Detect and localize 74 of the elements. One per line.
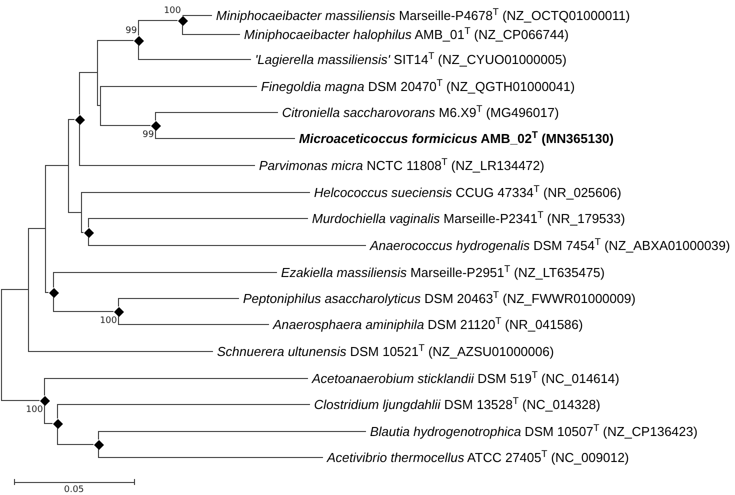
vertical-branch-line	[28, 228, 29, 352]
branch-line	[44, 378, 308, 396]
bootstrap-value: 99	[142, 130, 154, 141]
branch-line	[57, 404, 310, 419]
branch-line	[46, 292, 49, 293]
branch-line	[138, 45, 252, 60]
diamond-marker	[94, 440, 104, 450]
taxon-label: Anaerococcus hydrogenalis DSM 7454$^{T}$ (NZ_ABXA01000039)	[366, 238, 730, 253]
vertical-branch-line	[68, 119, 69, 213]
taxon-label: Helcococcus sueciensis CCUG 47334$^{T}$ (NR_025606)	[310, 185, 622, 200]
taxon-label: Schnuerera ultunensis DSM 10521$^{T}$ (NZ_AZSU01000006)	[213, 344, 554, 359]
branch-line	[53, 272, 278, 288]
vertical-branch-line	[81, 192, 82, 233]
diamond-marker	[150, 120, 160, 130]
taxon-label: Clostridium ljungdahlii DSM 13528$^{T}$ (NC_014328)	[310, 397, 600, 412]
branch-line	[98, 431, 366, 440]
taxon-label: Finegoldia magna DSM 20470$^{T}$ (NZ_QGTH01000041)	[257, 79, 575, 94]
branch-line	[182, 15, 212, 16]
taxon-label: Anaerosphaera aminiphila DSM 21120$^{T}$ (NR_041586)	[269, 317, 583, 332]
taxon-label: Acetoanaerobium sticklandii DSM 519$^{T}$ (NC_014614)	[308, 371, 620, 386]
branch-line	[88, 218, 308, 228]
vertical-branch-line	[100, 86, 101, 126]
taxon-label: Microaceticoccus formicicus AMB_02$^{T}$ (MN365130)	[295, 131, 614, 146]
branch-line	[79, 72, 98, 115]
branch-line	[138, 20, 178, 36]
branch-line	[79, 124, 256, 166]
branch-line	[118, 298, 240, 307]
diamond-marker	[74, 114, 84, 124]
branch-line	[68, 119, 75, 120]
branch-line	[57, 428, 94, 445]
branch-line	[2, 400, 40, 401]
diamond-marker	[134, 36, 144, 46]
branch-line	[155, 112, 278, 121]
branch-line	[82, 192, 310, 193]
taxon-label: Blautia hydrogenotrophica DSM 10507$^{T}$ (NZ_CP136423)	[366, 424, 698, 439]
diamond-marker	[40, 396, 50, 406]
taxon-label: Miniphocaeibacter halophilus AMB_01$^{T}$ (NZ_CP066744)	[240, 27, 569, 42]
branch-line	[155, 130, 296, 139]
branch-line	[88, 237, 366, 246]
branch-line	[2, 289, 28, 290]
branch-line	[28, 351, 214, 352]
bootstrap-value: 100	[26, 405, 43, 416]
branch-line	[118, 316, 270, 325]
taxon-label: Murdochiella vaginalis Marseille-P2341$^{T}$ (NR_179533)	[308, 211, 626, 226]
branch-line	[68, 212, 82, 213]
diamond-marker	[52, 418, 62, 428]
diamond-marker	[48, 288, 58, 298]
taxon-label: Peptoniphilus asaccharolyticus DSM 20463$^{T}$ (NZ_FWWR01000009)	[239, 291, 636, 306]
scale-label: 0.05	[64, 486, 84, 495]
branch-line	[182, 25, 240, 35]
branch-line	[98, 449, 324, 458]
branch-line	[44, 405, 53, 424]
branch-line	[100, 86, 258, 87]
vertical-branch-line	[97, 40, 98, 106]
branch-line	[46, 165, 68, 166]
bootstrap-value: 100	[164, 6, 181, 17]
diamond-marker	[178, 16, 188, 26]
taxon-label: Parvimonas micra NCTC 11808$^{T}$ (NZ_LR134472)	[255, 158, 544, 173]
taxon-label: Acetivibrio thermocellus ATCC 27405$^{T}$ (NC_009012)	[323, 450, 629, 465]
branch-line	[53, 297, 114, 312]
taxon-label: Citroniella saccharovorans M6.X9$^{T}$ (MG496017)	[278, 105, 559, 120]
branch-line	[100, 125, 151, 126]
bootstrap-value: 99	[126, 26, 137, 37]
branch-line	[98, 40, 134, 41]
taxon-label: Miniphocaeibacter massiliensis Marseille-P4678$^{T}$ (NZ_OCTQ01000011)	[212, 8, 630, 23]
taxon-label: Ezakiella massiliensis Marseille-P2951$^{T}$ (NZ_LT635475)	[277, 265, 605, 280]
branch-line	[28, 228, 46, 229]
diamond-marker	[114, 306, 124, 316]
bootstrap-value: 100	[100, 316, 117, 327]
vertical-branch-line	[45, 165, 46, 293]
vertical-branch-line	[1, 289, 2, 401]
branch-line	[98, 105, 100, 106]
taxon-label: 'Lagierella massiliensis' SIT14$^{T}$ (NZ_CYUO01000005)	[251, 52, 567, 67]
diamond-marker	[84, 228, 94, 238]
